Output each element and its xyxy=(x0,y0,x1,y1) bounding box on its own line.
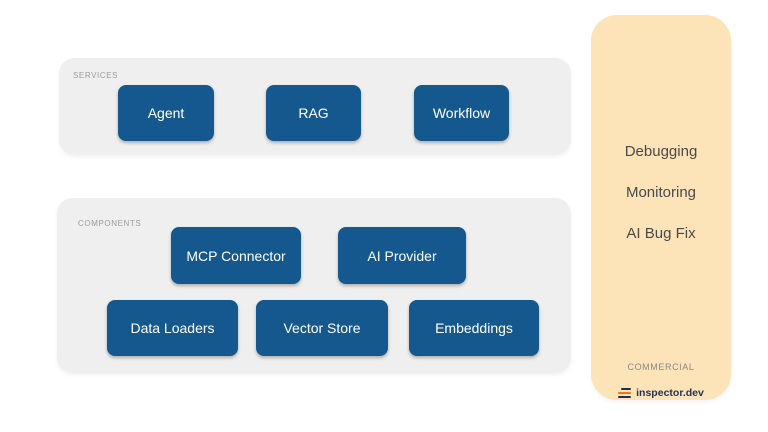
node-mcp-connector: MCP Connector xyxy=(171,227,301,284)
feature-ai-bug-fix: AI Bug Fix xyxy=(626,225,696,242)
components-section: COMPONENTS MCP Connector AI Provider Dat… xyxy=(57,198,571,373)
inspector-logo-icon xyxy=(618,387,632,399)
node-workflow: Workflow xyxy=(414,85,509,141)
node-data-loaders: Data Loaders xyxy=(107,300,238,356)
components-section-label: COMPONENTS xyxy=(78,219,142,228)
feature-debugging: Debugging xyxy=(624,143,698,160)
node-vector-store: Vector Store xyxy=(256,300,388,356)
commercial-category-label: COMMERCIAL xyxy=(627,362,695,372)
brand-row: inspector.dev xyxy=(591,387,731,399)
brand-name: inspector.dev xyxy=(636,387,704,399)
node-agent: Agent xyxy=(118,85,214,141)
services-section: SERVICES Agent RAG Workflow xyxy=(59,58,571,155)
commercial-panel: Debugging Monitoring AI Bug Fix COMMERCI… xyxy=(591,15,731,400)
node-ai-provider: AI Provider xyxy=(338,227,466,284)
node-embeddings: Embeddings xyxy=(409,300,539,356)
commercial-feature-list: Debugging Monitoring AI Bug Fix xyxy=(591,131,731,254)
feature-monitoring: Monitoring xyxy=(625,184,697,201)
services-section-label: SERVICES xyxy=(73,71,119,80)
node-rag: RAG xyxy=(266,85,361,141)
